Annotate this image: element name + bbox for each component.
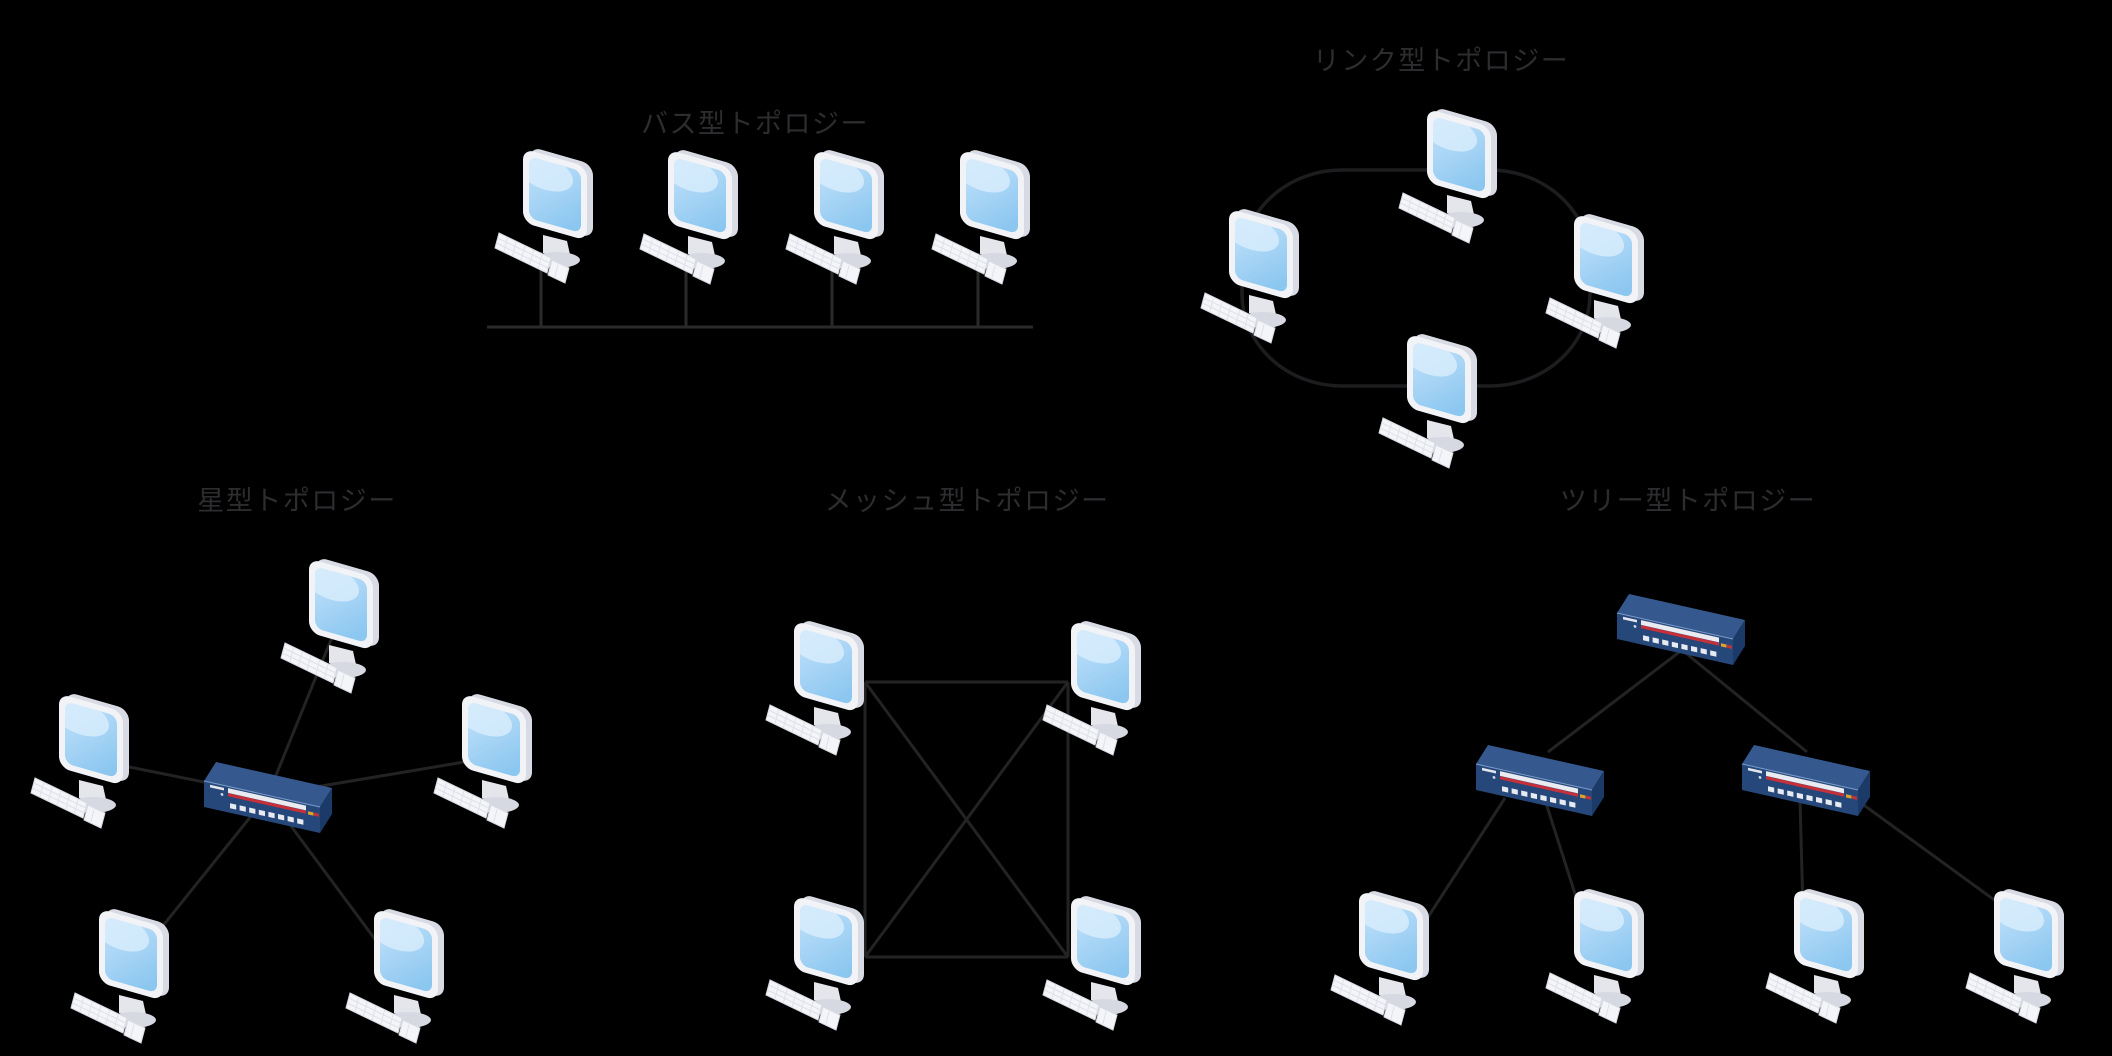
bus-topology-section: バス型トポロジー bbox=[487, 109, 1033, 329]
star-topology-section: 星型トポロジー bbox=[31, 486, 532, 1043]
computer-icon bbox=[932, 144, 1030, 284]
computer-icon bbox=[1043, 615, 1141, 755]
computer-icon bbox=[786, 144, 884, 284]
computer-icon bbox=[1399, 103, 1497, 243]
computer-icon bbox=[31, 688, 129, 828]
ring-topology-label: リンク型トポロジー bbox=[1313, 46, 1570, 77]
hub-icon bbox=[1475, 744, 1605, 817]
mesh-topology-label: メッシュ型トポロジー bbox=[825, 486, 1110, 517]
tree-topology-section: ツリー型トポロジー bbox=[1331, 486, 2064, 1025]
computer-icon bbox=[1331, 885, 1429, 1025]
computer-icon bbox=[640, 144, 738, 284]
computer-icon bbox=[1966, 883, 2064, 1023]
network-link-line bbox=[266, 629, 337, 796]
computer-icon bbox=[281, 553, 379, 693]
computer-icon bbox=[766, 615, 864, 755]
computer-icon bbox=[495, 143, 593, 283]
computer-icon bbox=[1546, 208, 1644, 348]
network-link-line bbox=[863, 681, 1070, 958]
computer-icon bbox=[766, 890, 864, 1030]
bus-topology-label: バス型トポロジー bbox=[641, 109, 869, 140]
network-link-line bbox=[1547, 648, 1683, 754]
mesh-topology-section: メッシュ型トポロジー bbox=[766, 486, 1141, 1030]
computer-icon bbox=[1201, 203, 1299, 343]
hub-icon bbox=[1741, 744, 1871, 817]
computer-icon bbox=[434, 688, 532, 828]
computer-icon bbox=[1546, 883, 1644, 1023]
computer-icon bbox=[1043, 890, 1141, 1030]
computer-icon bbox=[1379, 328, 1477, 468]
computer-icon bbox=[346, 903, 444, 1043]
network-link-line bbox=[1849, 793, 2016, 917]
computer-icon bbox=[71, 903, 169, 1043]
tree-topology-label: ツリー型トポロジー bbox=[1560, 486, 1817, 517]
computer-icon bbox=[1766, 883, 1864, 1023]
hub-icon bbox=[203, 761, 333, 834]
network-link-line bbox=[1681, 648, 1808, 754]
hub-icon bbox=[1616, 593, 1746, 666]
star-topology-label: 星型トポロジー bbox=[197, 486, 397, 517]
ring-topology-section: リンク型トポロジー bbox=[1201, 46, 1644, 468]
